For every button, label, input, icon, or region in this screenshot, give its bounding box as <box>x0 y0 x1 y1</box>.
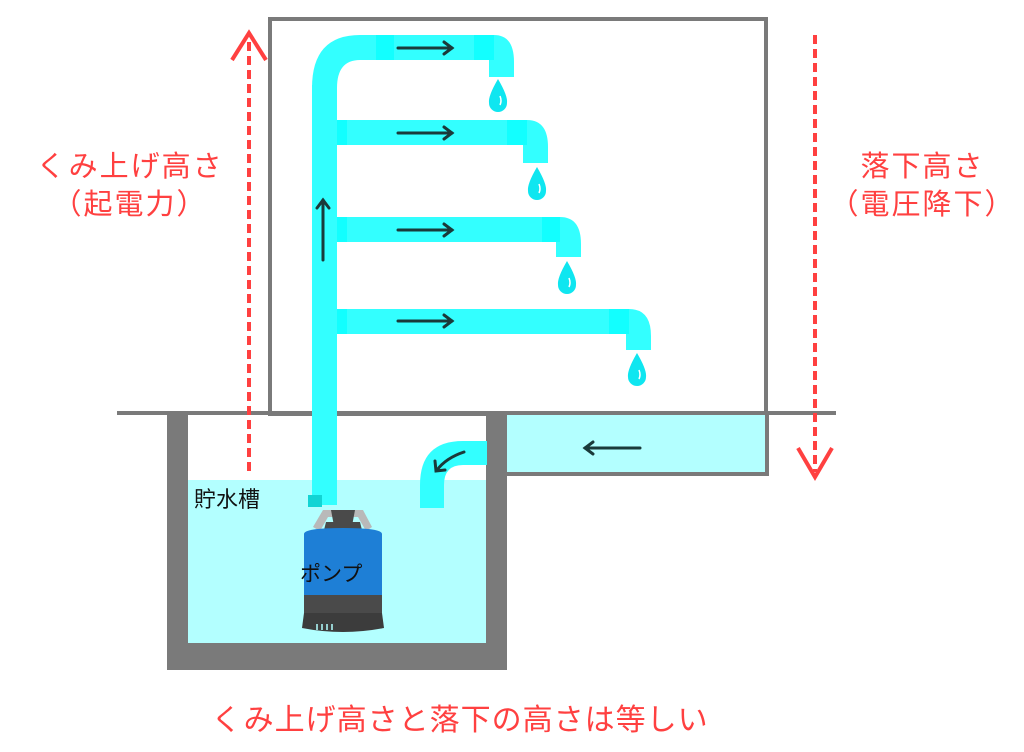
water-drop-icon <box>488 79 508 112</box>
pump-head-label: くみ上げ高さ （起電力） <box>30 147 230 223</box>
fall-head-label-line1: 落下高さ <box>860 149 985 183</box>
return-channel-wall <box>507 413 769 476</box>
pump-label: ポンプ <box>300 562 363 586</box>
fall-head-arrow-icon <box>796 35 834 481</box>
branch-pipe-1 <box>360 35 514 77</box>
tank-wall <box>167 413 507 670</box>
water-drop-icon <box>557 261 577 294</box>
branch-pipe-2 <box>337 120 548 163</box>
riser-pipe <box>312 85 337 505</box>
flow-arrow-icon <box>396 40 455 56</box>
fall-head-label: 落下高さ （電圧降下） <box>820 147 1024 223</box>
branch-pipe-3 <box>337 217 581 257</box>
caption: くみ上げ高さと落下の高さは等しい <box>211 703 709 738</box>
water-drop-icon <box>627 353 647 386</box>
flow-arrow-icon <box>582 440 642 456</box>
flow-arrow-icon <box>396 222 455 238</box>
pump-head-arrow-icon <box>230 29 268 475</box>
tank-label: 貯水槽 <box>194 488 261 513</box>
riser-coupling <box>308 495 322 507</box>
return-channel-water <box>507 415 765 473</box>
flow-arrow-icon <box>396 313 455 329</box>
inlet-pipe <box>420 441 487 508</box>
water-drop-icon <box>527 167 547 200</box>
pump-head-label-line1: くみ上げ高さ <box>36 149 224 183</box>
branch-pipe-4 <box>337 309 651 350</box>
upper-frame <box>268 17 768 416</box>
flow-arrow-icon <box>315 197 331 262</box>
fall-head-label-line2: （電圧降下） <box>829 187 1016 221</box>
pump-icon <box>302 510 384 632</box>
flow-arrow-icon <box>396 125 455 141</box>
flow-arrow-icon <box>433 450 466 473</box>
pump-head-label-line2: （起電力） <box>52 187 208 221</box>
top-elbow <box>312 35 360 88</box>
